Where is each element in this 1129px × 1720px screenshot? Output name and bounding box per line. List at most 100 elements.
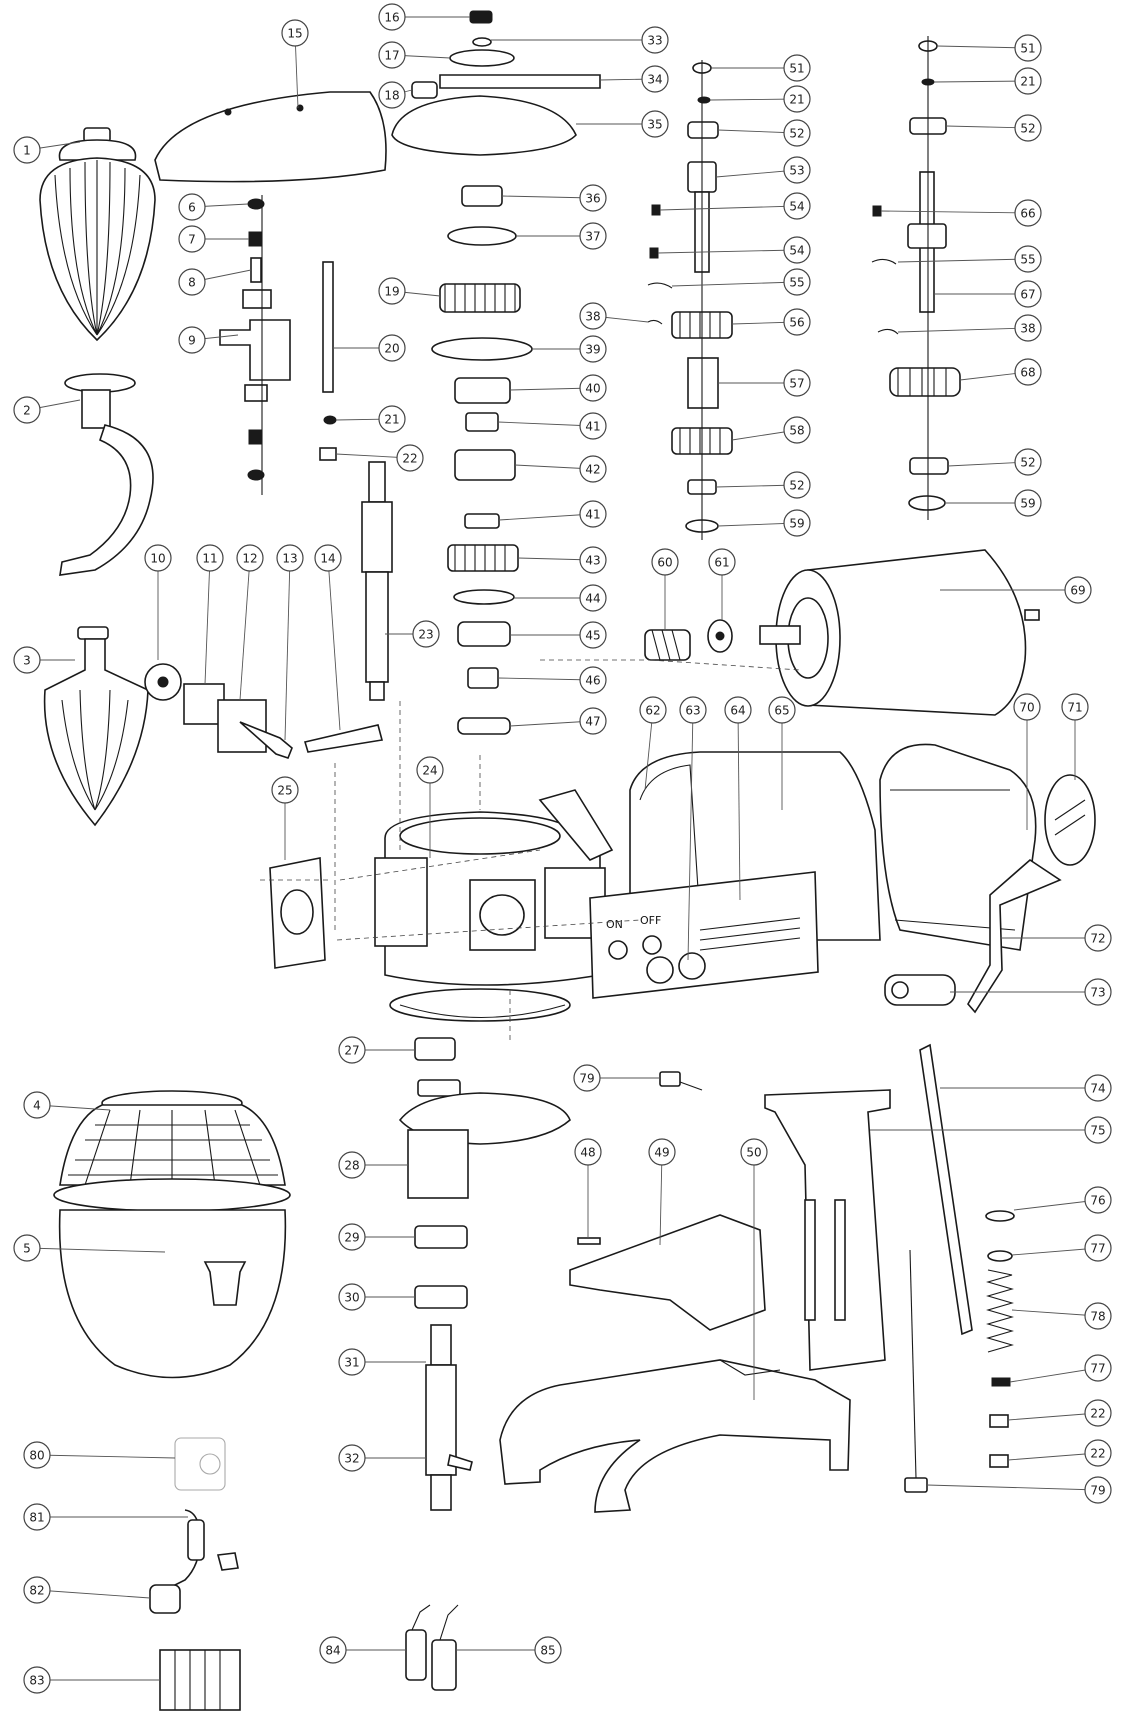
lift-rod-spring	[919, 1043, 1015, 1468]
part-callout-45: 45	[579, 621, 607, 649]
callout-circle	[783, 308, 811, 336]
callout-circle	[783, 119, 811, 147]
callout-circle	[1084, 1116, 1112, 1144]
part-callout-5: 5	[13, 1234, 41, 1262]
callout-circle	[23, 1666, 51, 1694]
callout-circle	[23, 1503, 51, 1531]
part-callout-62: 62	[639, 696, 667, 724]
electrical-parts	[149, 1437, 459, 1711]
callout-circle	[783, 236, 811, 264]
callout-circle	[196, 544, 224, 572]
part-callout-16: 16	[378, 3, 406, 31]
part-callout-61: 61	[708, 548, 736, 576]
part-callout-51: 51	[1014, 34, 1042, 62]
leader-line-13	[284, 557, 291, 741]
callout-number: 22	[1090, 1447, 1105, 1461]
part-callout-39: 39	[579, 335, 607, 363]
off-label: OFF	[640, 914, 661, 927]
callout-circle	[1084, 1234, 1112, 1262]
callout-number: 21	[789, 93, 804, 107]
pinion-gear	[414, 1037, 456, 1061]
part-callout-72: 72	[1084, 924, 1112, 952]
callout-circle	[651, 548, 679, 576]
part-callout-50: 50	[740, 1138, 768, 1166]
callout-circle	[1084, 1354, 1112, 1382]
planetary-housing	[398, 1079, 571, 1199]
callout-circle	[338, 1036, 366, 1064]
callout-number: 32	[344, 1452, 359, 1466]
callout-circle	[236, 544, 264, 572]
callout-circle	[579, 335, 607, 363]
part-callout-59: 59	[783, 509, 811, 537]
callout-number: 39	[585, 343, 600, 357]
callout-circle	[1084, 1399, 1112, 1427]
part-callout-29: 29	[338, 1223, 366, 1251]
callout-circle	[1014, 358, 1042, 386]
callout-circle	[579, 412, 607, 440]
callout-circle	[1064, 576, 1092, 604]
control-panel: ON OFF	[589, 871, 819, 999]
leader-line-82	[36, 1589, 151, 1599]
callout-number: 34	[647, 73, 662, 87]
callout-number: 21	[1020, 75, 1035, 89]
bowl-lift-assembly	[219, 195, 291, 495]
part-callout-36: 36	[579, 184, 607, 212]
leader-line-22	[1007, 1452, 1099, 1461]
leader-line-47	[509, 720, 594, 727]
part-callout-33: 33	[641, 26, 669, 54]
callout-number: 38	[585, 310, 600, 324]
callout-circle	[1014, 67, 1042, 95]
callout-number: 20	[384, 342, 399, 356]
part-callout-18: 18	[378, 81, 406, 109]
callout-number: 52	[1020, 456, 1035, 470]
callout-circle	[579, 621, 607, 649]
part-callout-79: 79	[1084, 1476, 1112, 1504]
callout-circle	[579, 707, 607, 735]
part-callout-55: 55	[783, 268, 811, 296]
part-callout-77: 77	[1084, 1354, 1112, 1382]
callout-number: 41	[585, 420, 600, 434]
callout-number: 82	[29, 1584, 44, 1598]
micro-switches	[659, 1071, 928, 1493]
part-callout-11: 11	[196, 544, 224, 572]
part-callout-48: 48	[574, 1138, 602, 1166]
part-callout-37: 37	[579, 222, 607, 250]
part-callout-22: 22	[396, 444, 424, 472]
leader-line-36	[501, 195, 594, 199]
callout-circle	[23, 1441, 51, 1469]
leader-line-12	[239, 557, 251, 701]
leader-line-77	[1011, 1247, 1099, 1256]
part-callout-22: 22	[1084, 1399, 1112, 1427]
callout-circle	[13, 1234, 41, 1262]
motor	[759, 549, 1040, 716]
part-callout-52: 52	[1014, 114, 1042, 142]
callout-circle	[708, 548, 736, 576]
part-callout-59: 59	[1014, 489, 1042, 517]
callout-number: 59	[1020, 497, 1035, 511]
part-callout-73: 73	[1084, 978, 1112, 1006]
callout-circle	[579, 455, 607, 483]
callout-circle	[144, 544, 172, 572]
gearbox-housing	[374, 789, 614, 1022]
callout-number: 72	[1090, 932, 1105, 946]
part-callout-21: 21	[1014, 67, 1042, 95]
leader-line-52	[945, 125, 1029, 129]
part-callout-60: 60	[651, 548, 679, 576]
attachment-spindle	[425, 1324, 473, 1511]
callout-number: 11	[202, 552, 217, 566]
callout-circle	[579, 584, 607, 612]
part-callout-38: 38	[1014, 314, 1042, 342]
part-callout-14: 14	[314, 544, 342, 572]
callout-number: 22	[1090, 1407, 1105, 1421]
leader-line-63	[687, 709, 694, 961]
part-callout-65: 65	[768, 696, 796, 724]
callout-number: 63	[685, 704, 700, 718]
leader-line-38	[897, 327, 1029, 333]
callout-number: 1	[23, 144, 31, 158]
part-callout-64: 64	[724, 696, 752, 724]
callout-circle	[783, 268, 811, 296]
callout-circle	[338, 1348, 366, 1376]
leader-line-64	[737, 709, 741, 901]
leader-line-54	[659, 205, 798, 211]
callout-circle	[1084, 1439, 1112, 1467]
